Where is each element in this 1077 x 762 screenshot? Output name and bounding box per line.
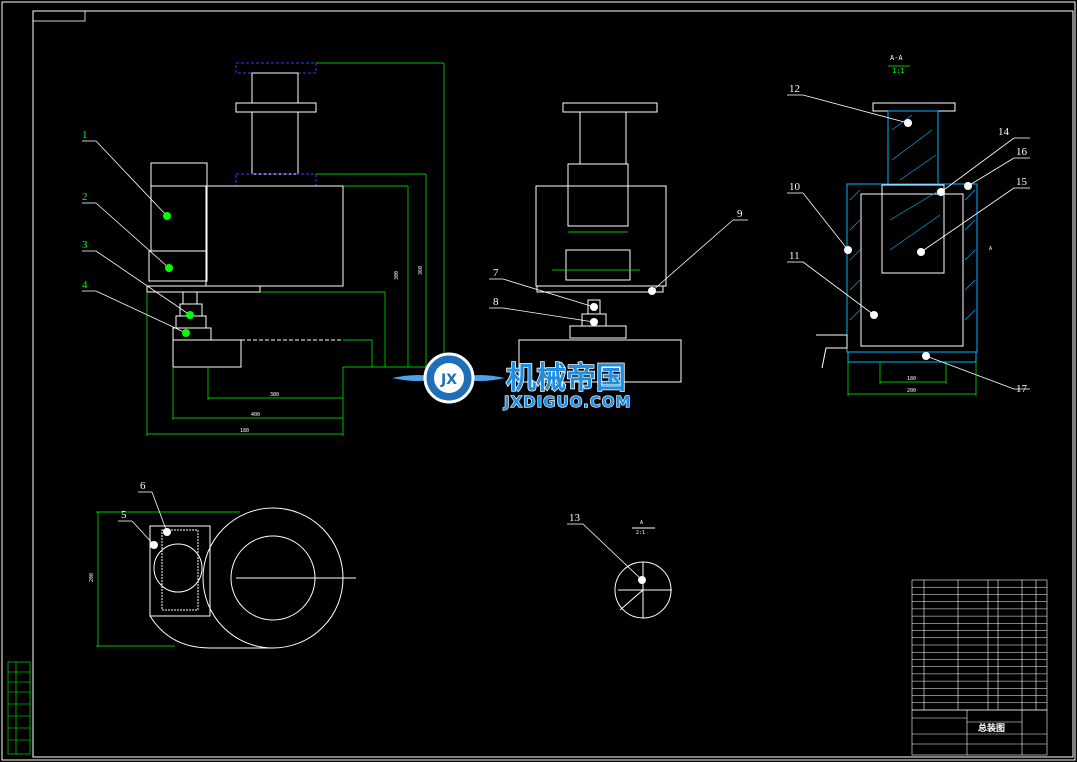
part-label-16: 16 — [1016, 146, 1028, 158]
sheet-inner-border — [32, 10, 1074, 758]
part-label-1: 1 — [82, 129, 88, 141]
dim-front-w2: 400 — [251, 412, 260, 418]
watermark-logo-letters: JX — [440, 372, 457, 388]
dim-front-h2: 360 — [418, 266, 424, 275]
part-label-15: 15 — [1016, 176, 1028, 188]
part-label-14: 14 — [998, 126, 1010, 138]
title-block — [911, 709, 1048, 756]
part-label-10: 10 — [789, 181, 801, 193]
watermark-logo: JX — [392, 352, 505, 404]
detail-view-a — [614, 527, 672, 619]
dim-front-h1: 300 — [394, 271, 400, 280]
balloon-dots — [150, 119, 972, 584]
part-label-6: 6 — [140, 480, 146, 492]
part-label-5: 5 — [121, 509, 127, 521]
section-arrow-label: A — [989, 246, 992, 252]
dim-plan-h: 200 — [89, 573, 95, 582]
part-label-12: 12 — [789, 83, 800, 95]
section-label: A-A — [890, 54, 903, 62]
watermark-text-en: JXDIGUO.COM — [503, 393, 631, 411]
dim-front-w3: 180 — [240, 428, 249, 434]
part-label-11: 11 — [789, 250, 800, 262]
left-margin-strip — [7, 661, 31, 755]
part-label-9: 9 — [737, 208, 743, 220]
part-label-4: 4 — [82, 279, 88, 291]
section-scale: 1:1 — [892, 67, 905, 75]
leader-lines — [82, 94, 1030, 581]
dim-front-w1: 380 — [270, 392, 279, 398]
part-label-7: 7 — [493, 267, 499, 279]
detail-scale: 2:1 — [636, 530, 645, 536]
plan-view — [96, 507, 356, 649]
part-label-2: 2 — [82, 191, 88, 203]
bom-rows — [912, 586, 1047, 704]
part-label-17: 17 — [1016, 383, 1028, 395]
front-view — [146, 62, 448, 436]
title-block-title: 总装图 — [978, 722, 1005, 734]
part-label-3: 3 — [82, 239, 88, 251]
part-label-13: 13 — [569, 512, 581, 524]
side-view — [518, 102, 682, 383]
detail-label: A — [640, 520, 643, 526]
dim-section-w2: 200 — [907, 388, 916, 394]
section-view-a-a — [816, 65, 978, 396]
dim-section-w1: 180 — [907, 376, 916, 382]
watermark-text-cn: 机械帝国 — [506, 361, 626, 396]
corner-tab — [32, 10, 86, 22]
part-label-8: 8 — [493, 296, 499, 308]
